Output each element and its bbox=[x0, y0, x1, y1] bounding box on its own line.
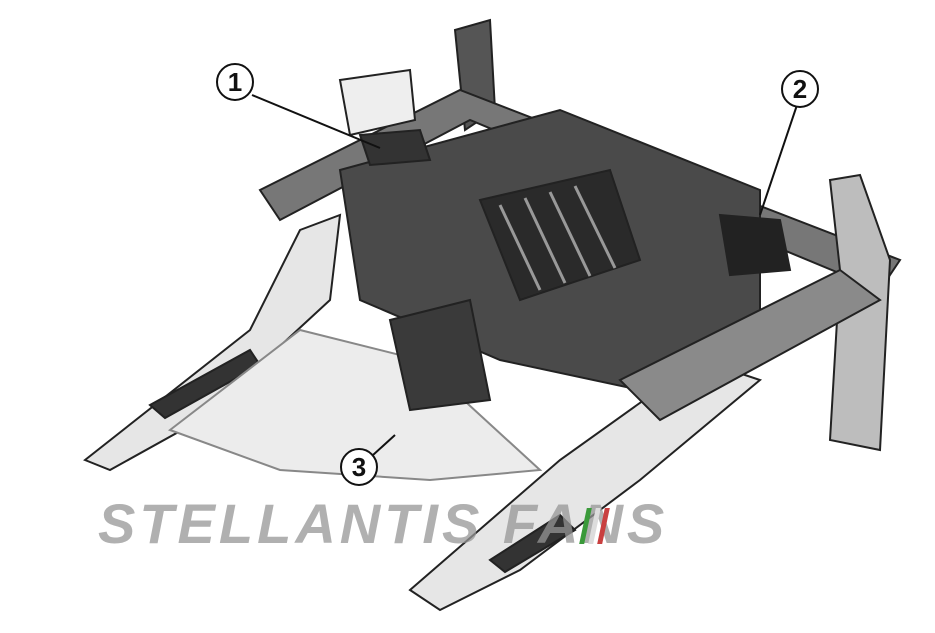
intake-runner bbox=[523, 197, 567, 284]
callout-1: 1 bbox=[216, 63, 254, 101]
watermark: STELLANTIS FANS bbox=[98, 492, 669, 555]
intake-runner bbox=[498, 204, 542, 291]
intake-runner bbox=[548, 191, 592, 277]
callout-2: 2 bbox=[781, 70, 819, 108]
intake-runner bbox=[573, 185, 617, 269]
leader-line-1 bbox=[251, 94, 381, 149]
leader-line-2 bbox=[759, 104, 798, 216]
subframe bbox=[167, 328, 543, 482]
engine-mount-1-pad bbox=[358, 128, 432, 167]
intake-manifold bbox=[478, 168, 642, 302]
engine-mount-1 bbox=[338, 68, 417, 137]
right-side-rail bbox=[408, 358, 763, 612]
leader-line-3 bbox=[372, 434, 396, 456]
callout-3: 3 bbox=[340, 448, 378, 486]
engine-mount-2 bbox=[718, 213, 792, 277]
left-side-rail bbox=[83, 213, 342, 472]
right-rail-slot bbox=[488, 513, 577, 574]
gearbox bbox=[388, 298, 492, 412]
right-crossbrace bbox=[618, 268, 882, 422]
